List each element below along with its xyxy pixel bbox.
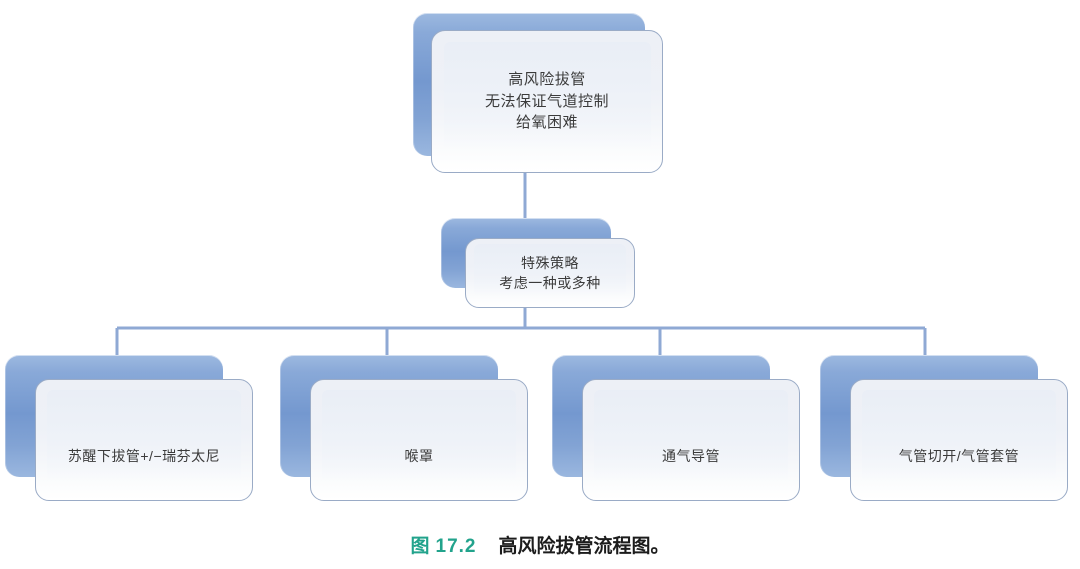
node-label-laryngeal-mask: 喉罩	[404, 447, 434, 464]
node-laryngeal-mask[interactable]: 喉罩	[280, 355, 528, 501]
node-label-awake-extubation-remifentanil: 苏醒下拔管+/−瑞芬太尼	[67, 447, 221, 464]
node-airway-exchange-catheter[interactable]: 通气导管	[552, 355, 800, 501]
node-face-card: 高风险拔管 无法保证气道控制 给氧困难	[431, 30, 663, 173]
node-label-special-strategy: 特殊策略 考虑一种或多种	[499, 254, 601, 291]
node-label-high-risk-extubation: 高风险拔管 无法保证气道控制 给氧困难	[484, 70, 609, 132]
caption-figure-text: 高风险拔管流程图。	[498, 536, 670, 557]
node-tracheostomy-tracheal-cannula[interactable]: 气管切开/气管套管	[820, 355, 1068, 501]
node-face-card: 通气导管	[582, 379, 800, 501]
node-face-card: 苏醒下拔管+/−瑞芬太尼	[35, 379, 253, 501]
node-special-strategy[interactable]: 特殊策略 考虑一种或多种	[441, 218, 635, 308]
node-label-tracheostomy-tracheal-cannula: 气管切开/气管套管	[898, 447, 1020, 464]
node-face-card: 气管切开/气管套管	[850, 379, 1068, 501]
caption-figure-number: 17.2	[435, 536, 477, 557]
caption-figure-word: 图	[410, 536, 430, 557]
node-face-card: 特殊策略 考虑一种或多种	[465, 238, 635, 308]
node-awake-extubation-remifentanil[interactable]: 苏醒下拔管+/−瑞芬太尼	[5, 355, 253, 501]
node-high-risk-extubation[interactable]: 高风险拔管 无法保证气道控制 给氧困难	[413, 13, 663, 173]
node-face-card: 喉罩	[310, 379, 528, 501]
node-label-airway-exchange-catheter: 通气导管	[662, 447, 720, 464]
